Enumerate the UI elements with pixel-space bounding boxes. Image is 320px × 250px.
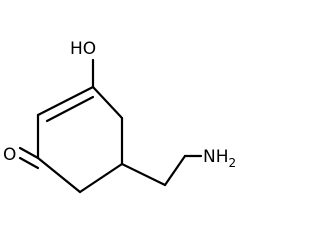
hydroxyl-label: HO: [70, 39, 96, 59]
oxygen-label: O: [3, 145, 16, 165]
bond-c3-c4: [91, 85, 124, 120]
bond-c5-c6: [78, 162, 124, 194]
structure-diagram: HO O NH2: [3, 39, 236, 194]
amine-label: NH2: [203, 147, 236, 170]
bond-c1-o-b: [18, 156, 40, 170]
amine-main-text: NH: [203, 147, 229, 167]
bond-c1-o-a: [18, 146, 40, 160]
bond-c5-ch2: [120, 162, 167, 187]
bond-ch2-ch2: [163, 154, 187, 187]
bond-c2-c3-double: [45, 95, 95, 123]
substituent-bonds: [18, 58, 203, 187]
bond-c6-c1: [36, 156, 82, 194]
amine-subscript: 2: [229, 156, 237, 170]
bond-c2-c3: [36, 85, 95, 117]
ring-bonds: [36, 85, 124, 194]
